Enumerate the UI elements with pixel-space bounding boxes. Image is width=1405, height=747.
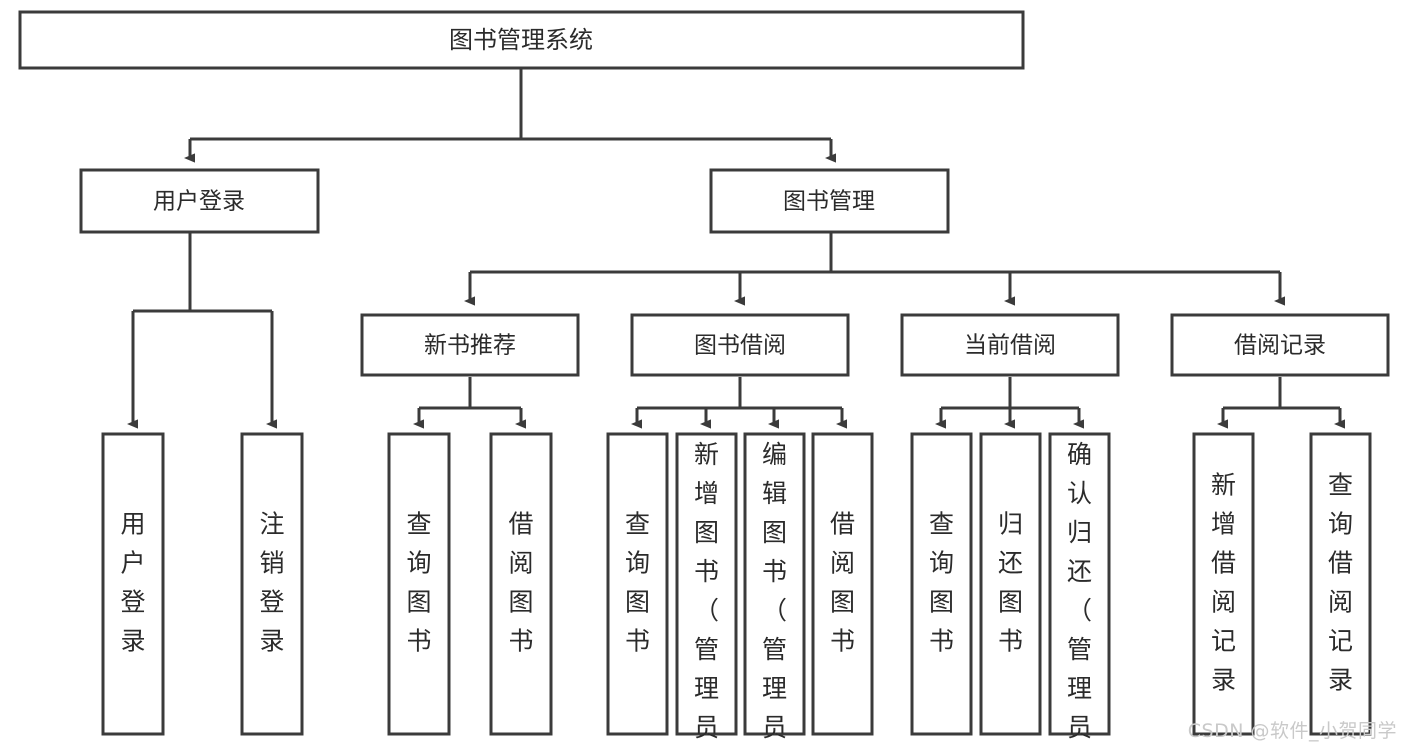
- leaf-user-login-label: 用户登录: [120, 510, 145, 656]
- leaf-borrow-book-borrow-box[interactable]: [811, 432, 874, 736]
- leaf-query-borrow-record-box[interactable]: [1309, 432, 1372, 736]
- node-book-management[interactable]: 图书管理: [709, 168, 950, 234]
- leaf-query-book-borrow-label: 查询图书: [625, 510, 650, 656]
- node-current-borrow-box[interactable]: [900, 313, 1120, 377]
- node-user-login-box[interactable]: [79, 168, 320, 234]
- leaf-return-book-label: 归还图书: [998, 510, 1023, 656]
- leaf-confirm-return-admin-box[interactable]: [1048, 432, 1111, 736]
- leaf-add-borrow-record[interactable]: 新增借阅记录: [1192, 432, 1255, 736]
- leaf-add-book-admin[interactable]: 新增图书（管理员）: [675, 432, 738, 747]
- node-current-borrow[interactable]: 当前借阅: [900, 313, 1120, 377]
- leaf-borrow-book-newbook-box[interactable]: [489, 432, 553, 736]
- node-book-borrow-box[interactable]: [630, 313, 850, 377]
- leaf-query-book-current[interactable]: 查询图书: [910, 432, 973, 736]
- node-book-management-label: 图书管理: [783, 189, 875, 215]
- leaf-return-book-box[interactable]: [979, 432, 1042, 736]
- leaf-borrow-book-newbook-label: 借阅图书: [508, 510, 533, 656]
- leaf-user-login-box[interactable]: [101, 432, 165, 736]
- leaf-confirm-return-admin-label: 确认归还（管理员）: [1067, 440, 1092, 747]
- leaf-add-book-admin-label: 新增图书（管理员）: [694, 440, 719, 747]
- node-user-login-label: 用户登录: [153, 189, 245, 215]
- leaf-add-borrow-record-label: 新增借阅记录: [1211, 471, 1236, 695]
- leaf-borrow-book-borrow[interactable]: 借阅图书: [811, 432, 874, 736]
- leaf-query-borrow-record[interactable]: 查询借阅记录: [1309, 432, 1372, 736]
- leaf-query-book-borrow[interactable]: 查询图书: [606, 432, 669, 736]
- leaf-edit-book-admin-label: 编辑图书（管理员）: [762, 440, 787, 747]
- node-borrow-record[interactable]: 借阅记录: [1170, 313, 1390, 377]
- leaf-add-borrow-record-box[interactable]: [1192, 432, 1255, 736]
- leaf-logout[interactable]: 注销登录: [240, 432, 304, 736]
- node-root-box[interactable]: [18, 10, 1025, 70]
- watermark: CSDN @软件_小贺同学: [1187, 720, 1397, 742]
- node-borrow-record-label: 借阅记录: [1234, 333, 1326, 359]
- leaf-query-book-newbook[interactable]: 查询图书: [387, 432, 451, 736]
- node-borrow-record-box[interactable]: [1170, 313, 1390, 377]
- node-new-book-recommend[interactable]: 新书推荐: [360, 313, 580, 377]
- leaf-borrow-book-borrow-label: 借阅图书: [830, 510, 855, 656]
- edge-layer: [127, 68, 1345, 429]
- leaf-query-book-current-box[interactable]: [910, 432, 973, 736]
- node-new-book-recommend-label: 新书推荐: [424, 333, 516, 359]
- node-new-book-recommend-box[interactable]: [360, 313, 580, 377]
- leaf-query-book-newbook-label: 查询图书: [406, 510, 431, 656]
- leaf-add-book-admin-box[interactable]: [675, 432, 738, 736]
- leaf-edit-book-admin-box[interactable]: [743, 432, 806, 736]
- leaf-logout-label: 注销登录: [259, 510, 284, 656]
- leaf-query-book-newbook-box[interactable]: [387, 432, 451, 736]
- leaf-user-login[interactable]: 用户登录: [101, 432, 165, 736]
- node-root[interactable]: 图书管理系统: [18, 10, 1025, 70]
- leaf-return-book[interactable]: 归还图书: [979, 432, 1042, 736]
- node-root-label: 图书管理系统: [449, 26, 593, 54]
- node-current-borrow-label: 当前借阅: [964, 333, 1056, 359]
- leaf-confirm-return-admin[interactable]: 确认归还（管理员）: [1048, 432, 1111, 747]
- node-book-borrow-label: 图书借阅: [694, 333, 786, 359]
- leaf-query-book-current-label: 查询图书: [929, 510, 954, 656]
- node-book-management-box[interactable]: [709, 168, 950, 234]
- leaf-borrow-book-newbook[interactable]: 借阅图书: [489, 432, 553, 736]
- leaf-query-book-borrow-box[interactable]: [606, 432, 669, 736]
- node-book-borrow[interactable]: 图书借阅: [630, 313, 850, 377]
- leaf-query-borrow-record-label: 查询借阅记录: [1328, 471, 1353, 695]
- leaf-edit-book-admin[interactable]: 编辑图书（管理员）: [743, 432, 806, 747]
- leaf-node-layer: 用户登录 注销登录 查询图书 借阅图书 查询图书 新增图书（管理员） 编辑图书（管理员） 借阅…: [101, 432, 1372, 747]
- node-user-login[interactable]: 用户登录: [79, 168, 320, 234]
- leaf-logout-box[interactable]: [240, 432, 304, 736]
